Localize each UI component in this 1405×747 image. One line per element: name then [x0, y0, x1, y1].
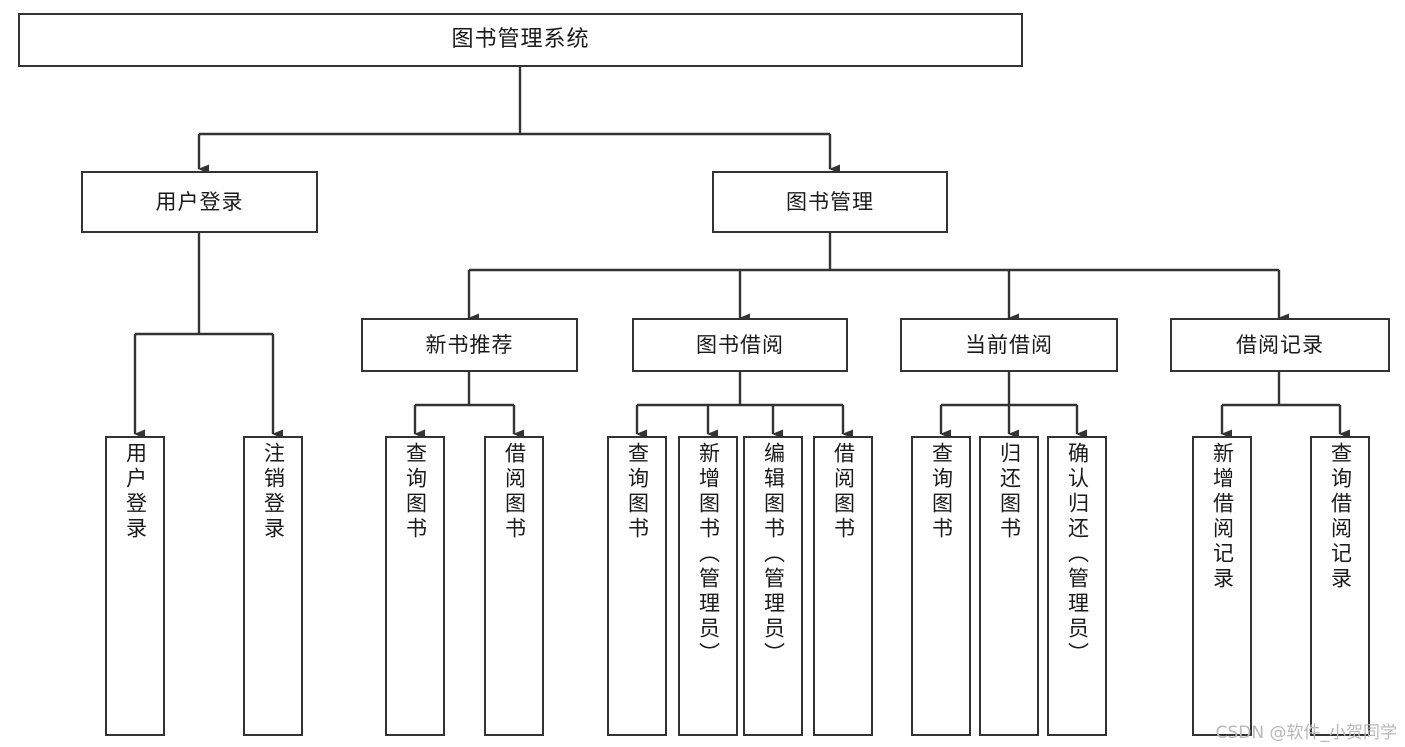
node-book-management[interactable]: 图书管理	[712, 171, 948, 233]
leaf-borrow-book[interactable]: 借阅图书	[813, 436, 873, 736]
node-label: 新增借阅记录	[1210, 442, 1235, 592]
node-label: 确认归还（管理员）	[1065, 442, 1090, 667]
edge-group-new-book-leaves	[413, 372, 524, 439]
node-borrow-records[interactable]: 借阅记录	[1170, 318, 1390, 372]
leaf-borrow-book-new[interactable]: 借阅图书	[484, 436, 544, 736]
node-label: 新书推荐	[425, 332, 514, 357]
node-user-login[interactable]: 用户登录	[81, 171, 318, 233]
node-label: 借阅图书	[831, 442, 856, 542]
node-label: 查询图书	[403, 442, 428, 542]
node-label: 图书管理系统	[451, 27, 590, 53]
leaf-logout[interactable]: 注销登录	[243, 436, 303, 736]
leaf-query-borrow-record[interactable]: 查询借阅记录	[1310, 436, 1370, 736]
leaf-query-book-current[interactable]: 查询图书	[911, 436, 971, 736]
leaf-confirm-return-admin[interactable]: 确认归还（管理员）	[1047, 436, 1107, 736]
node-label: 注销登录	[261, 442, 286, 542]
node-label: 借阅记录	[1236, 332, 1324, 357]
leaf-user-login[interactable]: 用户登录	[105, 436, 165, 736]
node-label: 查询图书	[625, 442, 650, 542]
node-current-borrow[interactable]: 当前借阅	[900, 318, 1118, 372]
leaf-query-book-new[interactable]: 查询图书	[385, 436, 445, 736]
edge-group-user-login-leaves	[133, 233, 283, 439]
edge-group-current-borrow-leaves	[939, 372, 1087, 439]
node-label: 新增图书（管理员）	[696, 442, 721, 667]
node-label: 编辑图书（管理员）	[761, 442, 786, 667]
watermark-text: CSDN @软件_小贺同学	[1215, 723, 1397, 743]
node-label: 查询图书	[929, 442, 954, 542]
node-new-book-recommend[interactable]: 新书推荐	[361, 318, 578, 372]
node-label: 用户登录	[123, 442, 148, 542]
leaf-return-book[interactable]: 归还图书	[979, 436, 1039, 736]
edge-group-root	[197, 67, 840, 174]
leaf-add-borrow-record[interactable]: 新增借阅记录	[1192, 436, 1252, 736]
node-label: 图书借阅	[696, 332, 784, 357]
node-label: 用户登录	[155, 189, 244, 214]
leaf-edit-book-admin[interactable]: 编辑图书（管理员）	[743, 436, 803, 736]
node-root-system[interactable]: 图书管理系统	[18, 13, 1023, 67]
node-label: 归还图书	[997, 442, 1022, 542]
edge-group-book-manage	[467, 233, 1289, 323]
node-label: 图书管理	[786, 189, 874, 214]
node-label: 查询借阅记录	[1328, 442, 1353, 592]
node-label: 当前借阅	[965, 332, 1053, 357]
node-book-borrow[interactable]: 图书借阅	[632, 318, 848, 372]
leaf-query-book-borrow[interactable]: 查询图书	[607, 436, 667, 736]
leaf-add-book-admin[interactable]: 新增图书（管理员）	[678, 436, 738, 736]
edge-group-borrow-records-leaves	[1220, 372, 1350, 439]
edge-group-book-borrow-leaves	[635, 372, 853, 439]
node-label: 借阅图书	[502, 442, 527, 542]
